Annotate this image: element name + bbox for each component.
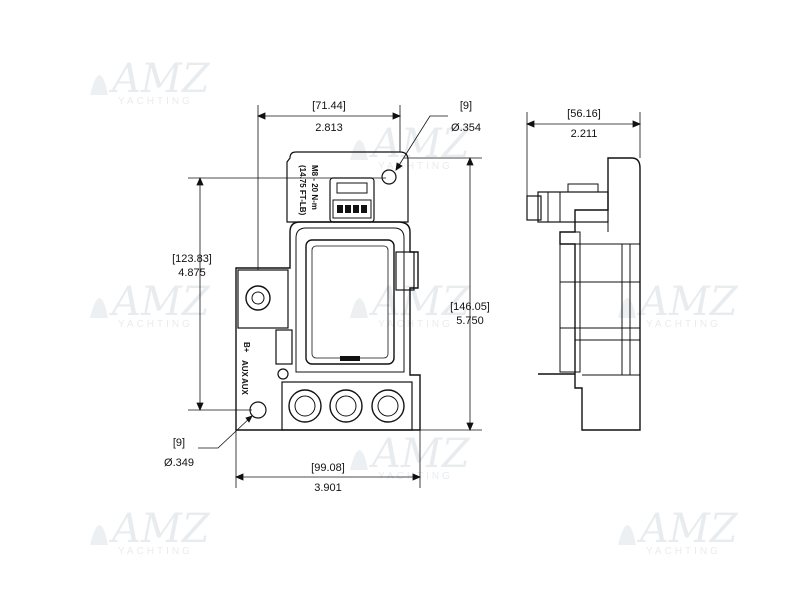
watermark-logo: AMZ YACHTING: [618, 506, 739, 557]
watermark-tagline: YACHTING: [378, 161, 453, 172]
watermark-brand: AMZ: [636, 506, 739, 552]
watermark-logo: AMZ YACHTING: [90, 56, 211, 107]
watermark-brand: AMZ: [368, 431, 471, 477]
cover-window: [305, 239, 395, 365]
watermark-logo: AMZ YACHTING: [90, 506, 211, 557]
height-right-in: 5.750: [456, 315, 484, 327]
aux-label-2: AUX: [240, 378, 249, 396]
watermark-tagline: YACHTING: [118, 96, 193, 107]
side-connector: [526, 183, 609, 223]
watermark-brand: AMZ: [108, 279, 211, 325]
hole-bottom-in: Ø.349: [164, 457, 194, 469]
bottom-stud: [288, 389, 322, 423]
left-stud-block: [237, 269, 289, 329]
left-stud: [245, 285, 271, 311]
top-width-mm: [71.44]: [312, 100, 346, 112]
bottom-stud: [329, 389, 363, 423]
front-view: M8 - 20 N-m (14.75 FT-LB) B+ AUX: [235, 151, 421, 431]
watermark-tagline: YACHTING: [118, 546, 193, 557]
small-screw: [277, 368, 289, 380]
watermark-brand: AMZ: [108, 56, 211, 102]
bottom-stud: [371, 389, 405, 423]
right-latch: [395, 251, 415, 291]
housing-inner-rim: [295, 227, 405, 373]
bottom-width-mm: [99.08]: [311, 462, 345, 474]
height-right-mm: [146.05]: [450, 301, 490, 313]
watermark-tagline: YACHTING: [646, 546, 721, 557]
height-left-mm: [123.83]: [172, 253, 212, 265]
watermark-logo: AMZ YACHTING: [90, 279, 211, 330]
watermark-brand: AMZ: [636, 279, 739, 325]
watermark-logo: AMZ YACHTING: [618, 279, 739, 330]
side-housing: [559, 157, 641, 431]
top-mount-hole: [381, 169, 397, 185]
aux-label-1: AUX: [240, 360, 249, 378]
watermark-layer: AMZ YACHTING AMZ YACHTING AMZ YACHTING A…: [90, 56, 739, 557]
hole-bottom-mm: [9]: [173, 437, 185, 449]
main-housing: [235, 221, 421, 431]
watermark-brand: AMZ: [368, 279, 471, 325]
top-width-in: 2.813: [315, 122, 343, 134]
height-left-in: 4.875: [178, 267, 206, 279]
torque-label-line1: M8 - 20 N-m: [310, 165, 319, 210]
torque-label-group: M8 - 20 N-m (14.75 FT-LB): [298, 165, 319, 216]
hole-top-in: Ø.354: [451, 122, 481, 134]
dimension-labels: [71.44] 2.813 [9] Ø.354 [123.83] 4.875 […: [164, 100, 601, 494]
watermark-tagline: YACHTING: [646, 319, 721, 330]
bottom-width-in: 3.901: [314, 482, 342, 494]
dimension-lines: [188, 105, 642, 488]
watermark-logo: AMZ YACHTING: [350, 121, 471, 172]
left-latch: [275, 329, 293, 365]
side-depth-in: 2.211: [571, 128, 598, 140]
electrical-connector: [329, 177, 375, 223]
watermark-tagline: YACHTING: [118, 319, 193, 330]
bottom-stud-row: [281, 381, 413, 431]
watermark-brand: AMZ: [368, 121, 471, 167]
upper-mounting-plate: [286, 151, 409, 223]
hole-top-mm: [9]: [460, 100, 472, 112]
cover-tab: [340, 356, 360, 361]
torque-label-line2: (14.75 FT-LB): [298, 165, 307, 216]
terminal-label: B+: [242, 342, 251, 353]
watermark-brand: AMZ: [108, 506, 211, 552]
watermark-logo: AMZ YACHTING: [350, 431, 471, 482]
side-view: [526, 157, 641, 431]
watermark-logo: AMZ YACHTING: [350, 279, 471, 330]
side-depth-mm: [56.16]: [567, 108, 601, 120]
watermark-tagline: YACHTING: [378, 319, 453, 330]
